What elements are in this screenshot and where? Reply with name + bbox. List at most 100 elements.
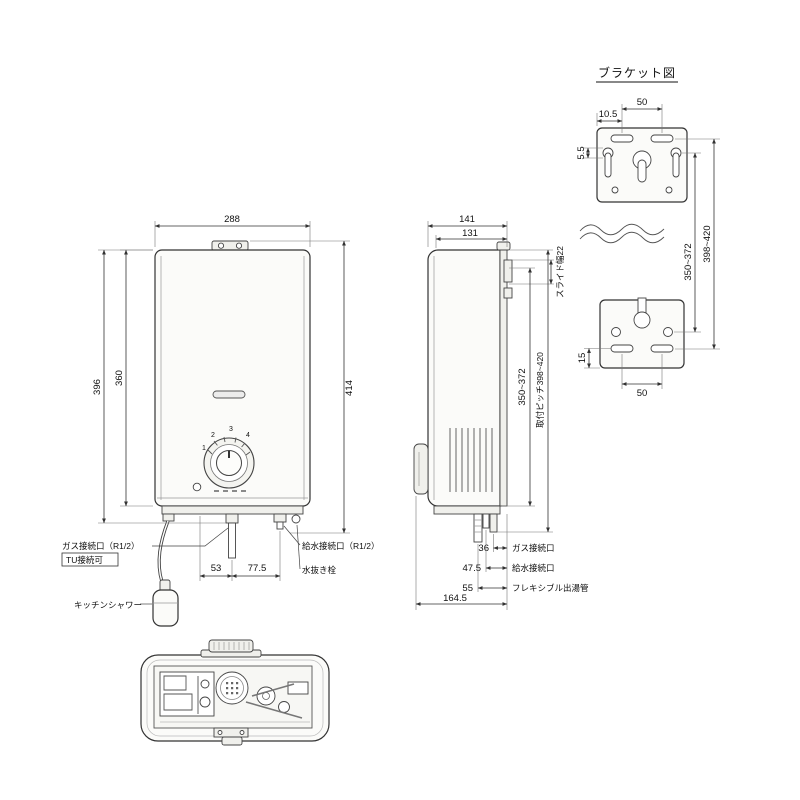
bracket-diagram: ブラケット図 50 10.5 5.5 15 50 <box>576 65 720 399</box>
side-vents <box>449 428 493 492</box>
bottom-left-block-details <box>163 675 199 714</box>
tu-label-box <box>61 552 119 567</box>
dial-knob <box>216 450 242 476</box>
side-gas-label: ガス接続口 <box>512 543 555 553</box>
bracket-hole-small-right <box>665 186 673 194</box>
bracket-screw-left <box>611 327 621 337</box>
bottom-knob <box>208 639 254 653</box>
bracket-slot-center <box>637 159 647 183</box>
dial-number-3: 3 <box>229 426 233 433</box>
shower-outlet <box>162 513 175 522</box>
drain-label: 水抜き栓 <box>302 565 337 575</box>
bracket-screw-right <box>663 327 673 337</box>
ext-396 <box>98 249 226 524</box>
ext-bracket-right <box>674 138 720 350</box>
dim-bracket-pitch-inner: 350~372 <box>683 243 694 280</box>
dial-number-4: 4 <box>246 432 250 439</box>
dim-height-360: 360 <box>114 370 125 386</box>
break-line-lower <box>579 231 665 244</box>
dial-number-2: 2 <box>211 432 215 439</box>
bracket-title: ブラケット図 <box>598 65 676 80</box>
break-line-upper <box>579 223 665 236</box>
side-bracket-stop <box>503 287 513 299</box>
side-flex-label: フレキシブル出湯管 <box>512 583 589 593</box>
bottom-small-part-1 <box>200 679 210 689</box>
bottom-burner-ring <box>220 676 244 700</box>
front-mount-tab <box>211 240 249 251</box>
pilot-window <box>212 390 246 399</box>
side-gas-pipe <box>489 513 498 533</box>
gas-connection-label: ガス接続口（R1/2） <box>62 541 139 551</box>
front-tab-hole-left <box>217 242 225 249</box>
bracket-lower-keyhole <box>633 311 651 329</box>
tu-label: TU接続可 <box>66 555 103 565</box>
dim-bracket-10: 10.5 <box>599 109 618 120</box>
side-base <box>433 505 501 515</box>
dim-gas-36: 36 <box>478 543 489 554</box>
bottom-pipes <box>245 683 303 719</box>
dim-water-77: 77.5 <box>248 563 267 574</box>
side-water-label: 給水接続口 <box>512 563 555 573</box>
bottom-view <box>140 639 330 746</box>
ext-pitch <box>497 249 553 533</box>
dim-water-47: 47.5 <box>463 563 482 574</box>
bracket-bottom-slot-right <box>650 344 674 353</box>
front-view: 1 2 3 4 <box>152 240 311 627</box>
gas-leader-line <box>152 527 229 547</box>
drain-leader-line <box>296 524 301 570</box>
water-connection-label: 給水接続口（R1/2） <box>302 541 379 551</box>
side-body <box>427 249 501 507</box>
ext-slide <box>509 259 554 285</box>
bottom-small-part-2 <box>199 696 211 708</box>
side-flex-ribs <box>474 519 482 533</box>
bracket-top-slot-right <box>650 134 674 143</box>
gas-pipe <box>228 522 236 559</box>
side-top-hook <box>496 241 511 251</box>
side-flex-pipe <box>473 513 483 543</box>
water-fitting <box>273 513 287 523</box>
dim-flex-55: 55 <box>462 583 473 594</box>
bottom-nut <box>278 701 290 713</box>
bottom-burner-holes <box>226 682 239 695</box>
shower-hose-inner <box>158 520 169 583</box>
side-wall-bracket <box>503 259 513 283</box>
dim-depth-164: 164.5 <box>443 593 467 604</box>
ext-414 <box>250 240 350 534</box>
side-front-holder <box>413 443 429 495</box>
dim-height-396: 396 <box>92 379 103 395</box>
gas-fitting <box>225 513 239 524</box>
front-body-seams <box>157 256 308 500</box>
dim-height-414: 414 <box>344 380 355 396</box>
bottom-tab-screw-right <box>239 730 245 735</box>
front-dimensions: 288 360 396 414 53 77.5 <box>92 214 355 581</box>
front-labels: ガス接続口（R1/2） TU接続可 給水接続口（R1/2） 水抜き栓 キッチンシ… <box>61 524 379 610</box>
side-dimensions: 141 131 スライド幅22 350~372 取付ピッチ398~420 36 … <box>415 214 589 610</box>
water-leader-line <box>283 525 301 546</box>
control-dial: 1 2 3 4 <box>192 426 255 492</box>
dim-pitch-inner: 350~372 <box>517 368 528 405</box>
dim-depth-141: 141 <box>459 214 475 225</box>
dial-number-1: 1 <box>202 445 206 452</box>
front-tab-hole-right <box>235 242 243 249</box>
dial-ticks <box>207 436 251 456</box>
side-view <box>413 241 513 543</box>
dim-bracket-55: 5.5 <box>576 146 587 159</box>
dim-bracket-50-top: 50 <box>637 97 648 108</box>
bottom-right-box <box>287 681 309 695</box>
bracket-slot-right <box>672 152 680 178</box>
bottom-knob-ribs <box>213 642 250 650</box>
shower-head <box>152 589 179 627</box>
slide-width-label: スライド幅22 <box>555 246 565 298</box>
dim-width-288: 288 <box>224 214 240 225</box>
dim-gas-53: 53 <box>211 563 222 574</box>
dim-depth-131: 131 <box>462 228 478 239</box>
bottom-tab-screw-left <box>217 730 223 735</box>
dim-bracket-15: 15 <box>577 353 588 364</box>
mounting-pitch-label: 取付ピッチ398~420 <box>535 352 545 428</box>
kitchen-shower-label: キッチンシャワー <box>74 600 142 610</box>
side-water-pipe <box>482 513 490 529</box>
dim-bracket-50-bottom: 50 <box>637 388 648 399</box>
bottom-foot <box>221 736 243 746</box>
